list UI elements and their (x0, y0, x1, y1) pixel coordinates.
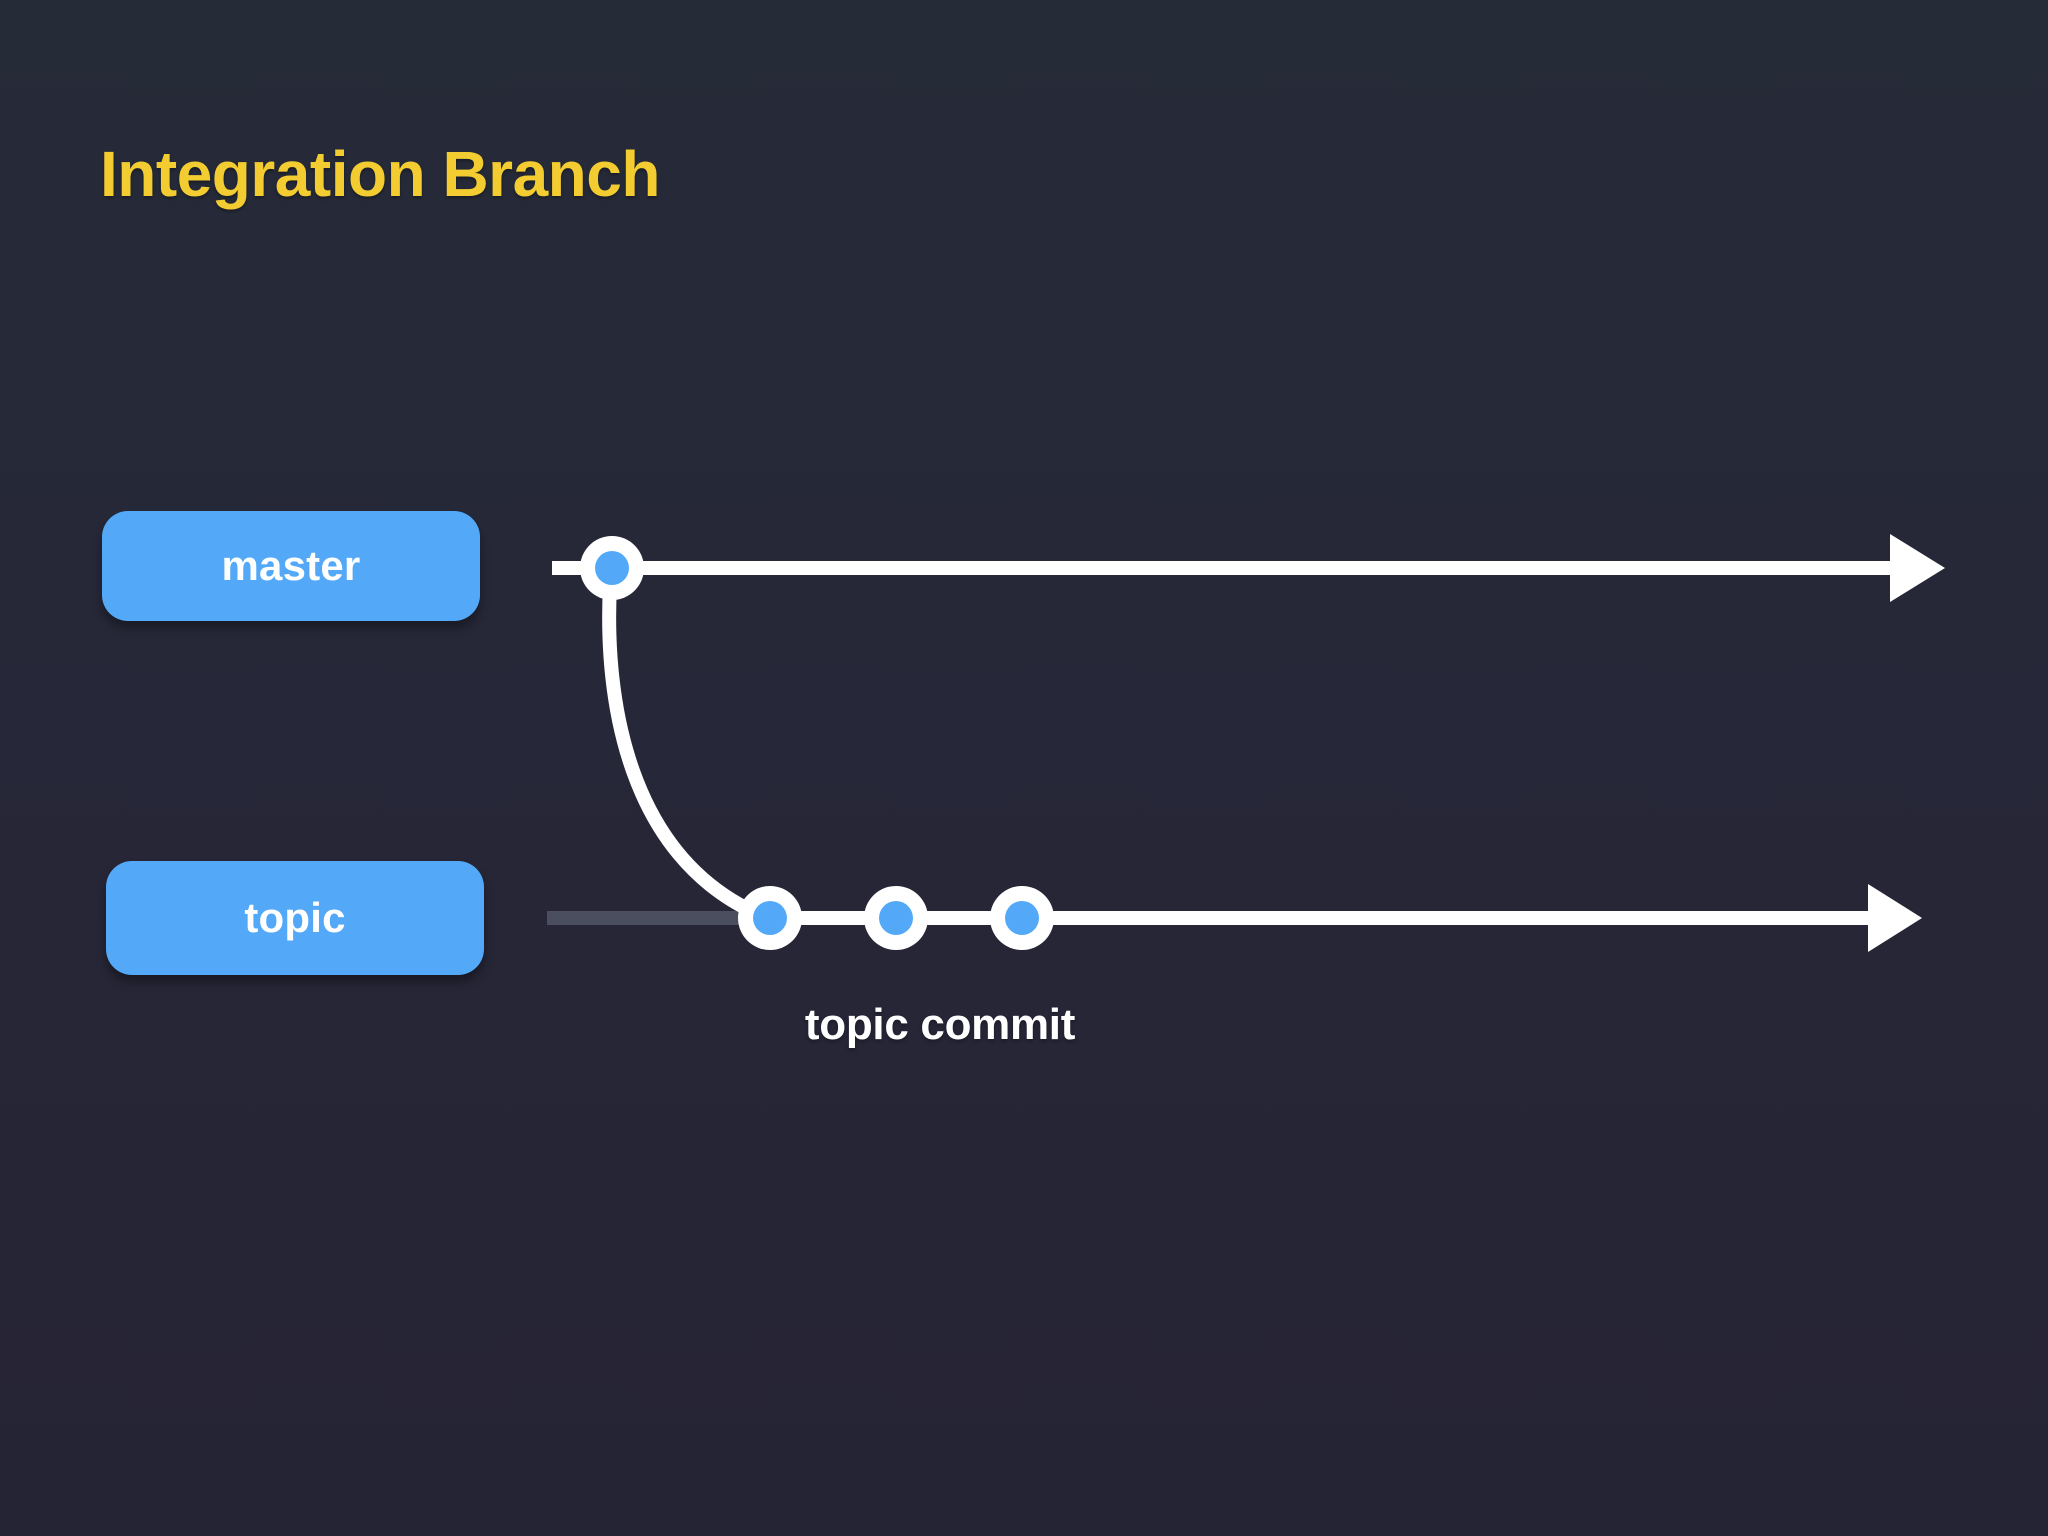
page-title: Integration Branch (100, 138, 660, 210)
branch-label-topic-text: topic (244, 894, 346, 941)
branch-label-topic[interactable]: topic (106, 861, 484, 975)
master-arrow-head (1890, 534, 1945, 602)
master-branch-line (552, 534, 1945, 602)
branch-fork-curve (602, 579, 765, 921)
topic-arrow-head (1868, 884, 1922, 952)
commit-node-topic-3[interactable] (990, 886, 1054, 950)
topic-commit-annotation: topic commit (804, 1000, 1076, 1049)
branch-label-master-text: master (221, 542, 361, 589)
commit-node-topic-1[interactable] (738, 886, 802, 950)
topic-branch-line (760, 884, 1922, 952)
branch-label-master[interactable]: master (102, 511, 480, 621)
commit-node-master[interactable] (580, 536, 644, 600)
commit-node-topic-2[interactable] (864, 886, 928, 950)
